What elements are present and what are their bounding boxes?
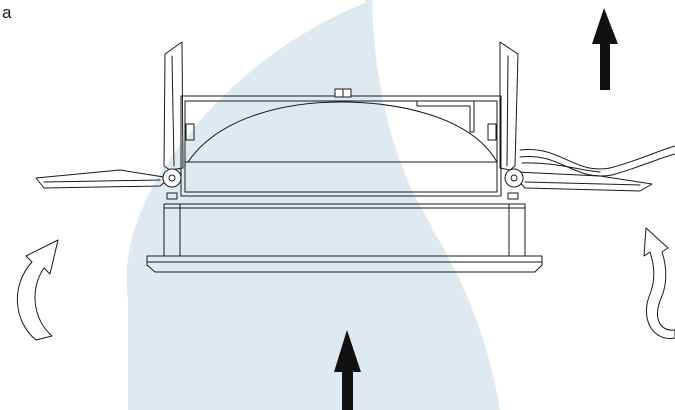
flange-plate [146,255,543,273]
right-bracket [499,41,519,171]
right-foot [507,192,519,200]
right-bracket-edge [506,55,509,167]
left-bracket [163,41,184,171]
left-pivot [162,168,182,188]
arrow-up-icon [592,8,618,90]
right-pivot [504,168,524,188]
left-pivot-center [168,174,176,182]
left-spring-clip-ridge [43,179,161,183]
curved-arrow-icon [643,227,675,339]
cable-1 [519,145,675,170]
terminal-block [416,100,475,133]
right-spring-clip [515,171,653,192]
arrow-up-icon [334,330,361,410]
housing-box-inner [184,100,498,193]
left-spring-clip [35,169,171,189]
cable-2 [519,153,675,177]
left-latch [185,123,195,141]
cable-3 [521,162,601,173]
right-latch [487,123,497,141]
panel-label: a [2,3,12,22]
left-foot [166,192,178,200]
left-bracket-edge [171,55,175,167]
right-pivot-center [510,174,518,182]
right-spring-clip-ridge [524,181,641,186]
dome-reflector [187,101,498,163]
curved-arrow-icon [17,239,59,341]
background-shape-upper [127,0,432,300]
